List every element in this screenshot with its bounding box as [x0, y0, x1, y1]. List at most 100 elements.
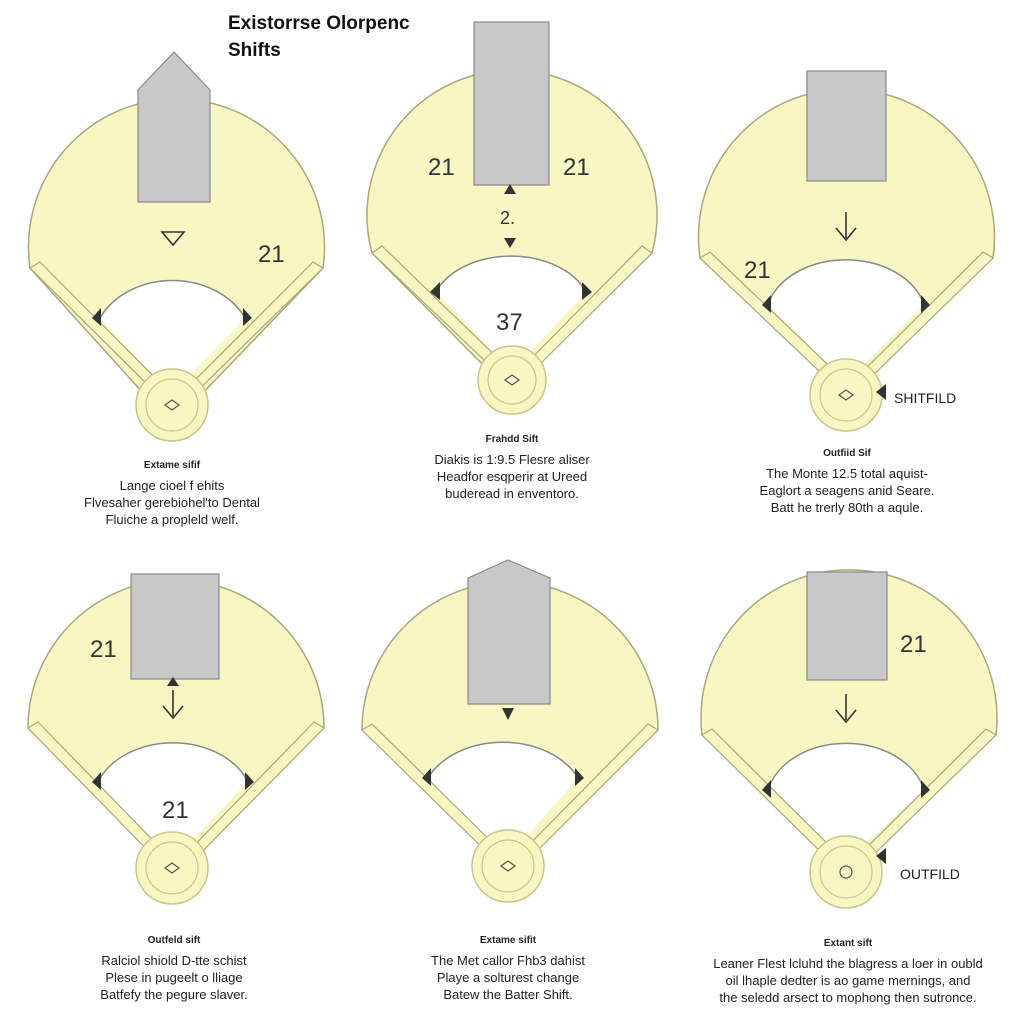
panel-2-arrow-right	[582, 282, 592, 300]
panel-4-caption: Outfeld sift Ralciol shiold D-tte schist…	[24, 935, 324, 1003]
panel-3-infield	[768, 305, 924, 382]
panel-4-infield-arc	[97, 742, 249, 783]
panel-6-infield	[768, 790, 924, 862]
panel-5-caption: Extame sifit The Met callor Fhb3 dahist …	[358, 935, 658, 1003]
page-title-line-2: Shifts	[228, 40, 281, 61]
panel-5-caption-line-1: The Met callor Fhb3 dahist	[431, 953, 585, 968]
panel-4-number-bottom: 21	[162, 797, 189, 824]
panel-2-caption-line-1: Diakis is 1:9.5 Flesre aliser	[434, 452, 590, 467]
panel-2-field: 21 21 2. 37	[366, 21, 658, 415]
panel-2-number-bottom: 37	[496, 309, 523, 336]
panel-6-side-arrow	[876, 848, 886, 864]
panel-3-field: 21	[697, 70, 996, 432]
panel-6-home-circle	[809, 835, 883, 909]
panel-4-batter-block	[130, 573, 220, 680]
panel-3-infield-arc	[767, 259, 925, 306]
panel-6-batter-block	[806, 571, 888, 681]
panel-2-home-ring	[487, 355, 537, 405]
panel-6-infield-arc	[767, 742, 925, 791]
panel-1-home-plate	[163, 399, 181, 411]
panel-4-caption-line-3: Batfefy the pegure slaver.	[100, 987, 248, 1002]
panel-1-number: 21	[258, 241, 285, 268]
panel-6-caption-title: Extant sift	[823, 938, 873, 949]
panel-6-caption-line-1: Leaner Flest lcluhd the blagress a loer …	[713, 956, 983, 971]
panel-2-caption-line-2: Headfor esqperir at Ureed	[436, 469, 588, 484]
panel-3-arrow-left	[762, 295, 771, 313]
panel-3-marker-down	[835, 212, 857, 242]
panel-2-number-right: 21	[563, 154, 590, 181]
panel-5-field	[361, 559, 659, 903]
page-title: Existorrse Olorpenc Shifts	[228, 10, 448, 64]
panel-3-caption-line-3: Batt he trerly 80th a aqule.	[770, 500, 924, 515]
panel-2-marker-up	[504, 184, 516, 194]
panel-2-marker-down	[504, 238, 516, 248]
panel-5-arrow-right	[575, 768, 584, 786]
panel-4-caption-line-2: Plese in pugeelt o lliage	[105, 970, 243, 985]
panel-2-batter-block	[473, 21, 550, 186]
panel-1-arrow-left	[92, 308, 101, 326]
panel-4-caption-line-1: Ralciol shiold D-tte schist	[101, 953, 247, 968]
panel-3-caption-line-2: Eaglort a seagens anid Seare.	[759, 483, 935, 498]
panel-2-number-left: 21	[428, 154, 455, 181]
panel-5-caption-line-2: Playe a solturest change	[436, 970, 580, 985]
panel-6-side-label: OUTFILD	[900, 866, 960, 882]
panel-6-number: 21	[900, 631, 927, 658]
panel-1-field: 21	[27, 51, 326, 442]
panel-1-caption-line-3: Fluiche a propleld welf.	[105, 512, 239, 527]
panel-6-arrow-left	[762, 780, 771, 798]
panel-5-infield-arc	[427, 741, 579, 779]
panel-3-arrow-right	[921, 295, 930, 313]
panel-6-caption-line-3: the seledd arsect to mophong then sutron…	[719, 990, 977, 1005]
panel-5-batter-block	[467, 559, 551, 705]
panel-4-caption-title: Outfeld sift	[147, 935, 201, 946]
panel-4-number-top: 21	[90, 636, 117, 663]
panel-2-arrow-left	[430, 282, 440, 300]
page-title-line-1: Existorrse Olorpenc	[228, 13, 410, 34]
panel-1-infield	[100, 318, 245, 395]
panel-5-infield	[428, 778, 578, 858]
panel-1-home-circle	[135, 368, 209, 442]
panel-3-side-arrow	[876, 384, 886, 400]
panel-3-caption-title: Outfiid Sif	[823, 448, 871, 459]
panel-4-infield	[98, 782, 248, 860]
panel-4-field: 21 21	[27, 573, 325, 905]
panel-5-home-ring	[481, 839, 535, 893]
panel-5-marker-down	[502, 708, 514, 720]
panel-1-caption-line-2: Flvesaher gerebiohel'to Dental	[84, 495, 260, 510]
panel-2-number-center: 2.	[500, 208, 515, 228]
panel-5-home-circle	[471, 829, 545, 903]
panel-4-arrow-left	[92, 772, 101, 790]
panel-1-caption-line-1: Lange cioel f ehits	[119, 478, 225, 493]
panel-3-side-label: SHITFILD	[894, 390, 957, 406]
panel-3-number: 21	[744, 257, 771, 284]
panel-4-marker-up	[167, 677, 179, 686]
panel-5-arrow-left	[422, 768, 431, 786]
panel-1-arrow-right	[243, 308, 252, 326]
panel-1-marker-down	[160, 231, 186, 247]
panel-4-marker-down	[162, 690, 184, 720]
panel-2-infield-arc	[435, 255, 587, 293]
panel-5-caption-line-3: Batew the Batter Shift.	[443, 987, 573, 1002]
panel-3-caption: Outfiid Sif The Monte 12.5 total aquist-…	[697, 448, 997, 516]
panel-3-home-plate	[837, 389, 855, 401]
panel-4-arrow-right	[245, 772, 254, 790]
panel-3-home-ring	[819, 368, 873, 422]
panel-1-batter-block	[137, 51, 211, 203]
panel-6-marker-down	[835, 694, 857, 724]
panel-3-caption-line-1: The Monte 12.5 total aquist-	[766, 466, 928, 481]
panel-3-home-circle	[809, 358, 883, 432]
panel-2-home-plate	[503, 374, 521, 386]
panel-4-home-ring	[145, 841, 199, 895]
panel-6-home-ring	[819, 845, 873, 899]
panel-6-caption-line-2: oil lhaple dedter is ao game mernings, a…	[725, 973, 971, 988]
panel-6-caption: Extant sift Leaner Flest lcluhd the blag…	[692, 938, 1004, 1006]
panel-1-home-ring	[145, 378, 199, 432]
panel-4-home-plate	[163, 862, 181, 874]
panel-2-caption-title: Frahdd Sift	[485, 434, 539, 445]
panel-6-home-plate	[839, 865, 853, 879]
panel-6-arrow-right	[921, 780, 930, 798]
panel-2-caption-line-3: buderead in enventoro.	[445, 486, 579, 501]
panel-1-caption: Extame sifif Lange cioel f ehits Flvesah…	[22, 460, 322, 528]
panel-1-caption-title: Extame sifif	[143, 460, 201, 471]
panel-5-home-plate	[499, 860, 517, 872]
